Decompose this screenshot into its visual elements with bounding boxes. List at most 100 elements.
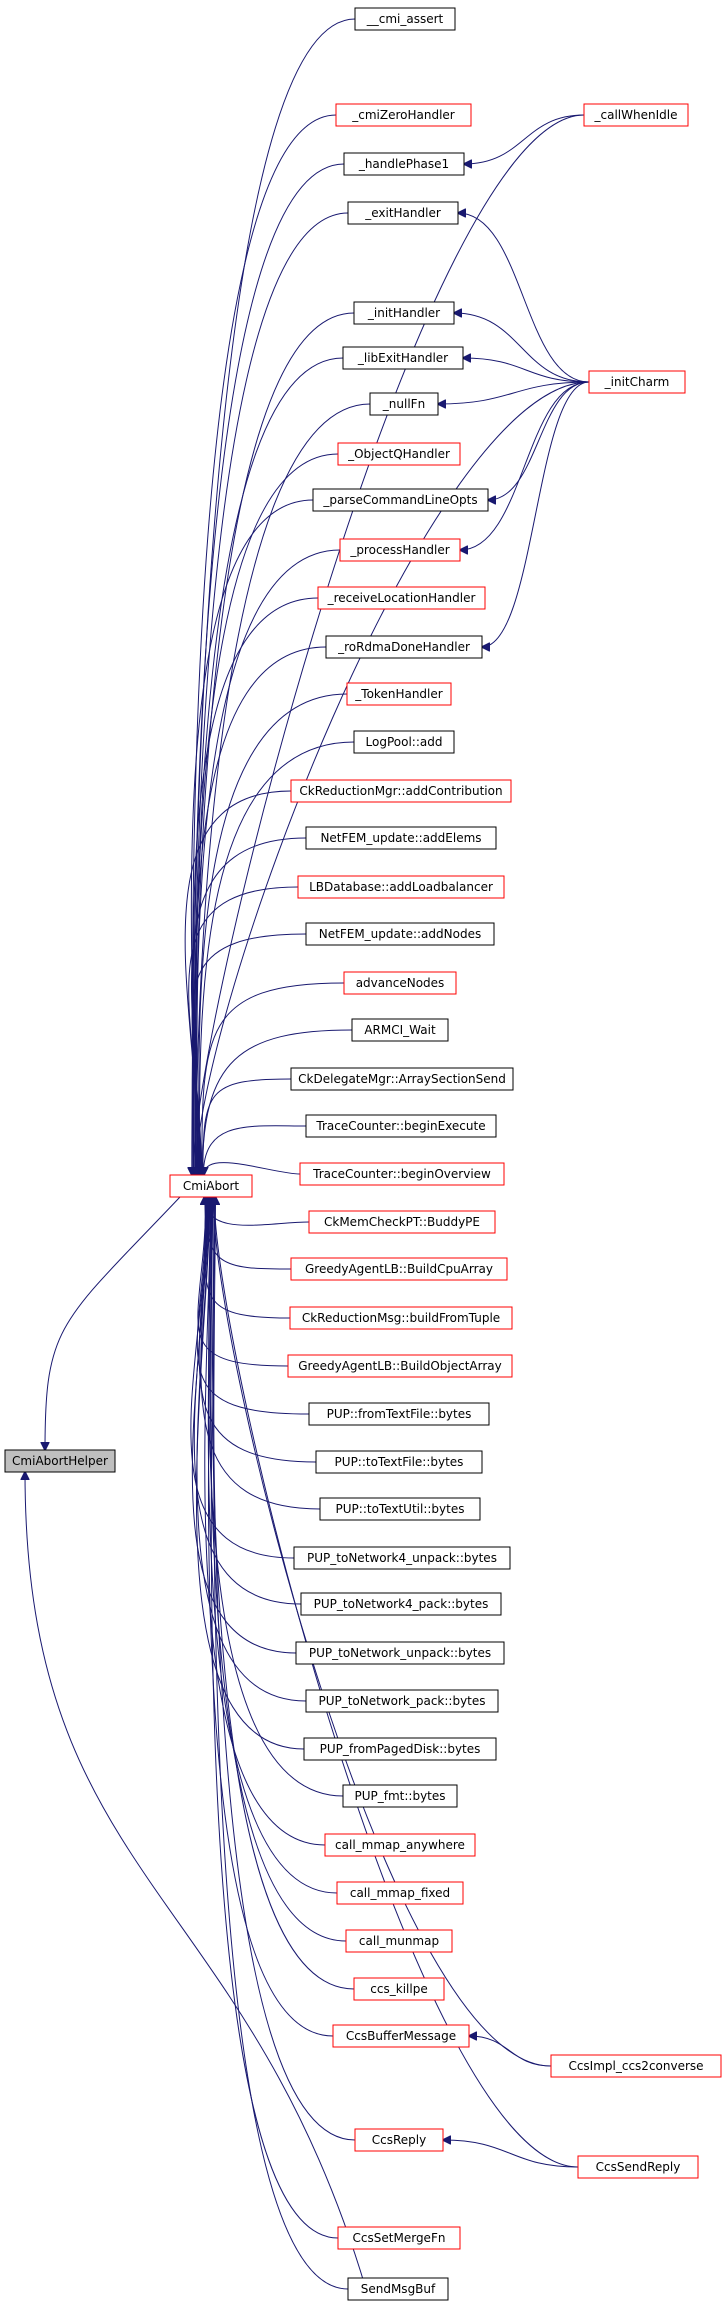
node-box-netfemnodes <box>305 922 495 946</box>
node-ckredadd[interactable]: CkReductionMgr::addContribution <box>290 779 512 803</box>
node-pupnpack[interactable]: PUP_toNetwork_pack::bytes <box>305 1689 499 1713</box>
node-label-ccsimpl: CcsImpl_ccs2converse <box>568 2059 703 2073</box>
node-puptotextutil[interactable]: PUP::toTextUtil::bytes <box>319 1497 481 1521</box>
node-lbdb[interactable]: LBDatabase::addLoadbalancer <box>297 875 505 899</box>
node-libexithandler[interactable]: _libExitHandler <box>342 346 464 370</box>
node-pupfmt[interactable]: PUP_fmt::bytes <box>342 1784 458 1808</box>
edge-ccsimpl-to-ccsbuffer <box>469 2036 552 2067</box>
edge-pupn4unpack-to-cmiabort <box>190 1197 295 1559</box>
node-armci[interactable]: ARMCI_Wait <box>351 1018 449 1042</box>
node-label-ccsbuffer: CcsBufferMessage <box>346 2029 456 2043</box>
node-pupn4unpack[interactable]: PUP_toNetwork4_unpack::bytes <box>293 1546 511 1570</box>
node-label-cmiaborthelper: CmiAbortHelper <box>12 1454 108 1468</box>
edge-initcharm-to-nullfn <box>438 381 590 404</box>
node-label-recvloc: _receiveLocationHandler <box>327 591 476 605</box>
node-pupnunpack[interactable]: PUP_toNetwork_unpack::bytes <box>295 1641 505 1665</box>
node-pupfromtext[interactable]: PUP::fromTextFile::bytes <box>308 1402 490 1426</box>
node-box-mmapany <box>324 1833 476 1857</box>
node-ckmem[interactable]: CkMemCheckPT::BuddyPE <box>308 1210 496 1234</box>
node-box-processhandler <box>339 538 461 562</box>
edge-netfemnodes-to-cmiabort <box>191 933 307 1175</box>
node-munmap[interactable]: call_munmap <box>345 1929 453 1953</box>
node-sendmsgbuf[interactable]: SendMsgBuf <box>347 2277 449 2301</box>
node-ccsreply[interactable]: CcsReply <box>354 2128 444 2152</box>
node-box-tcbegover <box>299 1162 505 1186</box>
node-box-munmap <box>345 1929 453 1953</box>
node-pupfrompaged[interactable]: PUP_fromPagedDisk::bytes <box>303 1737 497 1761</box>
edge-logpool-to-cmiabort <box>199 741 355 1175</box>
node-cmizerohandler[interactable]: _cmiZeroHandler <box>335 103 472 127</box>
node-pupn4pack[interactable]: PUP_toNetwork4_pack::bytes <box>300 1592 502 1616</box>
node-puptotext[interactable]: PUP::toTextFile::bytes <box>315 1450 483 1474</box>
node-handlephase1[interactable]: _handlePhase1 <box>343 152 465 176</box>
edge-initcharm-to-cmiabort <box>196 381 590 1175</box>
node-label-greedyobj: GreedyAgentLB::BuildObjectArray <box>298 1359 502 1373</box>
node-cmi_assert[interactable]: __cmi_assert <box>354 7 456 31</box>
edge-pupfrompaged-to-cmiabort <box>195 1197 305 1750</box>
node-label-sendmsgbuf: SendMsgBuf <box>361 2282 436 2296</box>
node-label-puptotextutil: PUP::toTextUtil::bytes <box>336 1502 465 1516</box>
node-tcbegexec[interactable]: TraceCounter::beginExecute <box>305 1114 497 1138</box>
edge-lbdb-to-cmiabort <box>188 886 299 1175</box>
node-box-ckmem <box>308 1210 496 1234</box>
node-box-puptotextutil <box>319 1497 481 1521</box>
node-netfemelems[interactable]: NetFEM_update::addElems <box>305 826 497 850</box>
node-box-cmiaborthelper <box>4 1449 116 1473</box>
node-ckredmsg[interactable]: CkReductionMsg::buildFromTuple <box>289 1306 513 1330</box>
node-tcbegover[interactable]: TraceCounter::beginOverview <box>299 1162 505 1186</box>
node-label-tcbegover: TraceCounter::beginOverview <box>312 1167 491 1181</box>
node-recvloc[interactable]: _receiveLocationHandler <box>317 586 486 610</box>
node-box-pupfmt <box>342 1784 458 1808</box>
node-box-pupnunpack <box>295 1641 505 1665</box>
node-ccssendreply[interactable]: CcsSendReply <box>577 2155 699 2179</box>
node-label-pupn4unpack: PUP_toNetwork4_unpack::bytes <box>307 1551 497 1565</box>
node-logpool[interactable]: LogPool::add <box>353 730 455 754</box>
edge-callwhenidle-to-cmiabort <box>193 114 585 1175</box>
node-processhandler[interactable]: _processHandler <box>339 538 461 562</box>
node-label-handlephase1: _handlePhase1 <box>358 157 449 171</box>
node-ckdelegate[interactable]: CkDelegateMgr::ArraySectionSend <box>290 1067 514 1091</box>
node-inithandler[interactable]: _initHandler <box>353 301 455 325</box>
node-nullfn[interactable]: _nullFn <box>369 392 439 416</box>
node-label-ccssendreply: CcsSendReply <box>596 2160 681 2174</box>
node-label-netfemnodes: NetFEM_update::addNodes <box>319 927 481 941</box>
node-label-pupnpack: PUP_toNetwork_pack::bytes <box>318 1694 485 1708</box>
edge-ckmem-to-cmiabort <box>204 1197 310 1226</box>
node-label-mmapany: call_mmap_anywhere <box>335 1838 465 1852</box>
edge-ccssendreply-to-cmiabort <box>214 1197 579 2168</box>
node-callwhenidle[interactable]: _callWhenIdle <box>583 103 689 127</box>
node-mmapfixed[interactable]: call_mmap_fixed <box>336 1881 464 1905</box>
node-mmapany[interactable]: call_mmap_anywhere <box>324 1833 476 1857</box>
node-label-parsecmd: _parseCommandLineOpts <box>322 493 477 507</box>
node-greedyobj[interactable]: GreedyAgentLB::BuildObjectArray <box>287 1354 513 1378</box>
node-label-armci: ARMCI_Wait <box>364 1023 436 1037</box>
node-ccskill[interactable]: ccs_killpe <box>353 1977 445 2001</box>
node-cmiabort[interactable]: CmiAbort <box>169 1174 253 1198</box>
edge-greedyobj-to-cmiabort <box>197 1197 289 1367</box>
node-greedycpu[interactable]: GreedyAgentLB::BuildCpuArray <box>290 1257 508 1281</box>
node-exithandler[interactable]: _exitHandler <box>347 201 459 225</box>
edge-mmapfixed-to-cmiabort <box>208 1197 338 1894</box>
edge-pupnunpack-to-cmiabort <box>191 1197 297 1654</box>
node-parsecmd[interactable]: _parseCommandLineOpts <box>312 488 489 512</box>
edge-tokenhandler-to-cmiabort <box>199 693 348 1175</box>
edge-callwhenidle-to-handlephase1 <box>464 114 585 164</box>
edge-initcharm-to-exithandler <box>458 213 590 383</box>
node-label-cmiabort: CmiAbort <box>183 1179 240 1193</box>
node-box-ccsimpl <box>550 2054 722 2078</box>
node-box-tcbegexec <box>305 1114 497 1138</box>
edge-initcharm-to-libexithandler <box>463 358 590 383</box>
node-objectqhandler[interactable]: _ObjectQHandler <box>337 442 461 466</box>
node-initcharm[interactable]: _initCharm <box>588 370 686 394</box>
node-netfemnodes[interactable]: NetFEM_update::addNodes <box>305 922 495 946</box>
edge-ckdelegate-to-cmiabort <box>203 1078 292 1175</box>
node-ccsbuffer[interactable]: CcsBufferMessage <box>332 2024 470 2048</box>
node-advnodes[interactable]: advanceNodes <box>343 971 457 995</box>
node-label-libexithandler: _libExitHandler <box>357 351 448 365</box>
node-label-pupfrompaged: PUP_fromPagedDisk::bytes <box>320 1742 481 1756</box>
node-ccssetmerge[interactable]: CcsSetMergeFn <box>337 2226 461 2250</box>
node-rordma[interactable]: _roRdmaDoneHandler <box>325 635 483 659</box>
edge-sendmsgbuf-to-cmiaborthelper <box>25 1472 369 2297</box>
node-tokenhandler[interactable]: _TokenHandler <box>346 682 452 706</box>
node-ccsimpl[interactable]: CcsImpl_ccs2converse <box>550 2054 722 2078</box>
